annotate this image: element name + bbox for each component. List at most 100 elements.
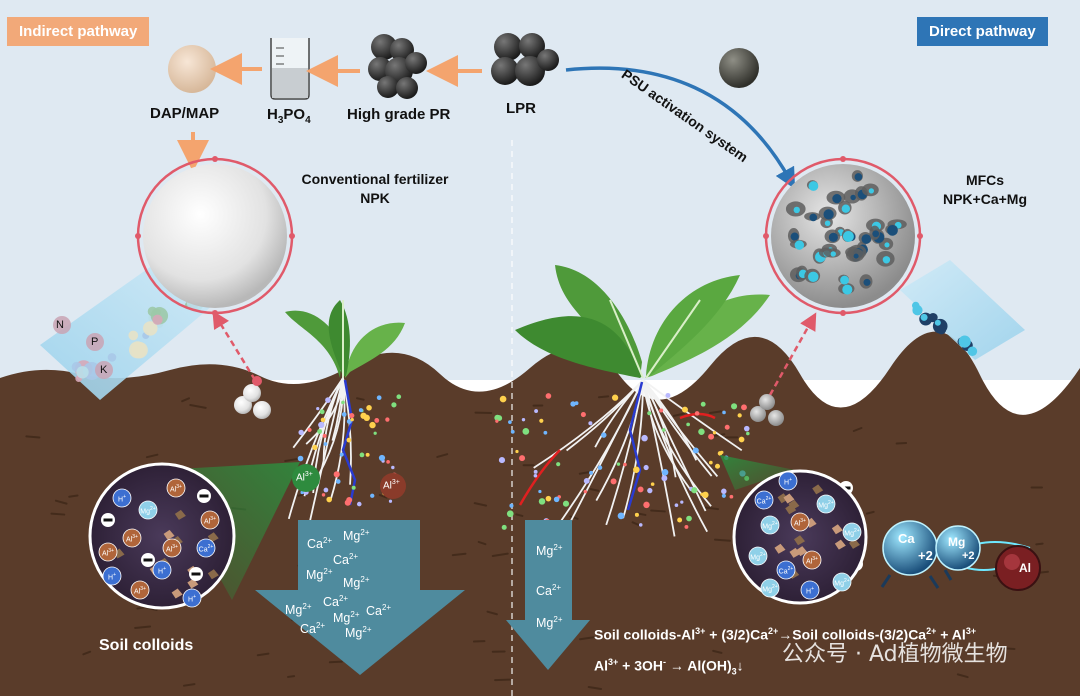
ion-dot (510, 429, 515, 434)
colloid-ion (816, 494, 836, 514)
colloid-ion-label: H+ (779, 475, 797, 488)
ion-dot (359, 452, 365, 458)
ion-symbol: Mg (536, 616, 554, 631)
ion-charge: 2+ (760, 552, 766, 558)
mfc-pore-core (863, 278, 871, 286)
ion-charge: 3+ (812, 556, 818, 562)
negative-charge-bar (103, 518, 113, 522)
colloid-ion (800, 580, 820, 600)
ca-mg-al-illustration (880, 520, 1041, 591)
ion-dot (721, 493, 726, 498)
root (306, 377, 344, 533)
ion-dot (388, 499, 393, 503)
beaker-icon (270, 38, 310, 100)
fertilizer-granules-left (234, 384, 271, 419)
ion-symbol: H (806, 588, 812, 596)
ion-symbol: Ca (300, 622, 316, 637)
leached-ion-left: Mg2+ (343, 528, 370, 543)
ion-charge: + (163, 566, 166, 572)
colloid-ion (102, 566, 122, 586)
colloid-ion-label: Mg2+ (139, 504, 157, 517)
ion-dot (545, 393, 552, 399)
mineral-fragment (187, 578, 199, 589)
mfc-bead (958, 335, 971, 348)
ion-symbol: Al (126, 536, 133, 544)
leached-ion-left: Mg2+ (343, 575, 370, 590)
ion-symbol: Mg (818, 502, 829, 510)
dap-map-granule (168, 45, 216, 93)
colloid-ion (760, 515, 780, 535)
ion-dot (319, 409, 325, 415)
root (342, 377, 352, 485)
ion-dot (316, 407, 320, 411)
ion-charge: 2+ (844, 578, 850, 584)
mineral-fragment (774, 543, 786, 554)
ion-charge: 3+ (176, 484, 182, 490)
root (329, 377, 346, 501)
ion-dot (724, 424, 730, 430)
ion-dot (661, 428, 666, 432)
dashed-link-right (768, 312, 817, 396)
mg-ion-label: Mg (948, 535, 966, 549)
nutrient-bead (143, 321, 158, 336)
activated-bead (719, 48, 759, 88)
root (642, 379, 691, 490)
colloid-ion (842, 522, 862, 542)
colloid-ion-label: H+ (801, 584, 819, 597)
colloid-ion (162, 538, 182, 558)
ion-charge: 2+ (315, 621, 326, 630)
soil-speck (703, 506, 720, 511)
nutrient-n: N (56, 319, 64, 331)
ion-dot (641, 434, 648, 442)
ion-dot (583, 478, 590, 484)
ion-dot (498, 456, 506, 464)
ion-dot (508, 420, 512, 424)
mineral-fragment (207, 569, 219, 580)
mineral-fragment (812, 484, 824, 495)
ion-dot (373, 431, 377, 435)
ion-symbol: Ca (778, 568, 788, 576)
soil-speck (189, 404, 207, 409)
ion-dot (519, 455, 526, 462)
ion-dot (341, 412, 347, 417)
soil-speck (436, 453, 449, 458)
mineral-fragment (174, 509, 186, 520)
ion-dot (686, 515, 692, 522)
ion-dot (712, 431, 717, 435)
ion-dot (346, 437, 352, 443)
colloid-ion-label: Al3+ (791, 516, 809, 529)
ion-charge: 2+ (772, 584, 778, 590)
ion-dot (580, 411, 586, 418)
ion-dot (326, 496, 333, 503)
ion-dot (680, 500, 684, 504)
mfc-pore-core (842, 284, 853, 295)
root (622, 379, 644, 519)
ion-symbol: Mg (345, 626, 363, 641)
ion-dot (611, 394, 619, 401)
ion-dot (323, 442, 328, 446)
ion-dot (318, 421, 325, 429)
mineral-fragment (163, 529, 175, 540)
ion-symbol: Ca (307, 537, 323, 552)
leached-ion-right: Ca2+ (536, 583, 561, 598)
ion-dot (743, 425, 750, 432)
ion-dot (634, 512, 639, 517)
ion-dot (396, 394, 402, 400)
ion-charge: + (193, 594, 196, 600)
mfc-release-stream (900, 260, 1025, 360)
mfc-beads-right (911, 301, 978, 357)
ion-dot (686, 422, 690, 427)
mfc-pore-core (809, 213, 818, 222)
ion-dot (366, 405, 372, 411)
ion-charge: 2+ (360, 528, 370, 537)
high-grade-pr-label: High grade PR (347, 106, 451, 123)
ion-symbol: Al (134, 588, 141, 596)
ion-charge: 2+ (350, 610, 360, 619)
colloid-ion-label: Mg2+ (833, 576, 851, 589)
colloid-ion-label: Mg2+ (761, 582, 779, 595)
ion-symbol: Mg (834, 580, 845, 588)
colloid-ion (130, 580, 150, 600)
mfc-pore-core (828, 232, 838, 242)
ion-dot (700, 401, 706, 407)
nutrient-bead-labeled (86, 333, 104, 351)
